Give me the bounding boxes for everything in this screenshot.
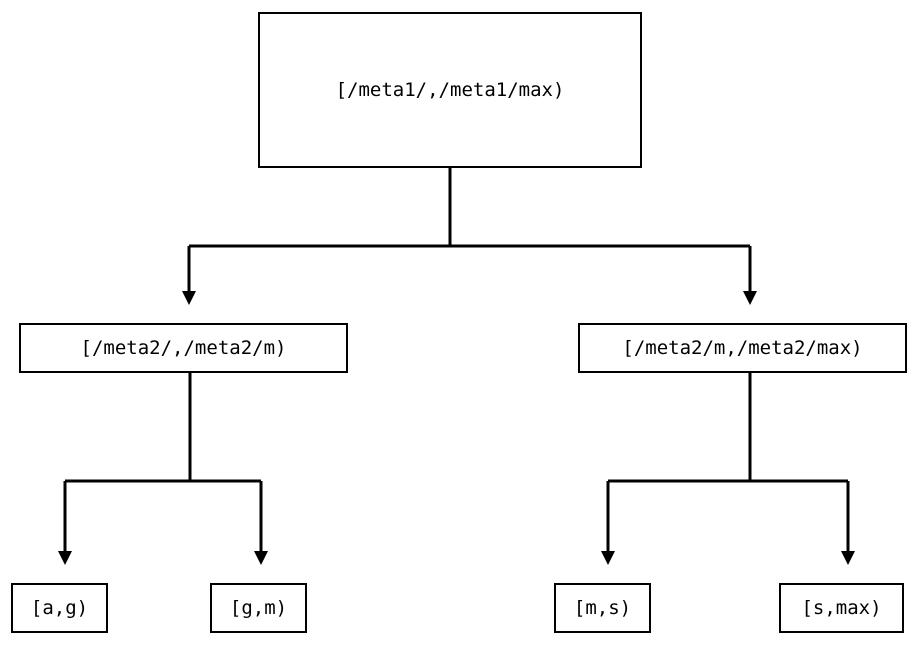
arrowhead-to-leaf-smax [841,551,855,565]
node-leaf-a-g[interactable]: [a,g) [11,583,108,633]
node-leaf-m-s-label: [m,s) [573,596,632,619]
node-leaf-a-g-label: [a,g) [30,596,89,619]
node-mid-right[interactable]: [/meta2/m,/meta2/max) [578,323,907,373]
node-leaf-g-m[interactable]: [g,m) [210,583,307,633]
node-leaf-g-m-label: [g,m) [229,596,288,619]
node-leaf-s-max-label: [s,max) [801,596,882,619]
arrowhead-to-mid-left [182,291,196,305]
node-leaf-m-s[interactable]: [m,s) [554,583,651,633]
node-mid-right-label: [/meta2/m,/meta2/max) [622,336,863,359]
node-mid-left-label: [/meta2/,/meta2/m) [80,336,287,359]
node-root[interactable]: [/meta1/,/meta1/max) [258,12,642,168]
node-mid-left[interactable]: [/meta2/,/meta2/m) [19,323,348,373]
arrowhead-to-leaf-ms [601,551,615,565]
arrowhead-to-mid-right [743,291,757,305]
arrowhead-to-leaf-gm [254,551,268,565]
arrowhead-to-leaf-ag [58,551,72,565]
node-leaf-s-max[interactable]: [s,max) [779,583,904,633]
node-root-label: [/meta1/,/meta1/max) [335,78,565,101]
